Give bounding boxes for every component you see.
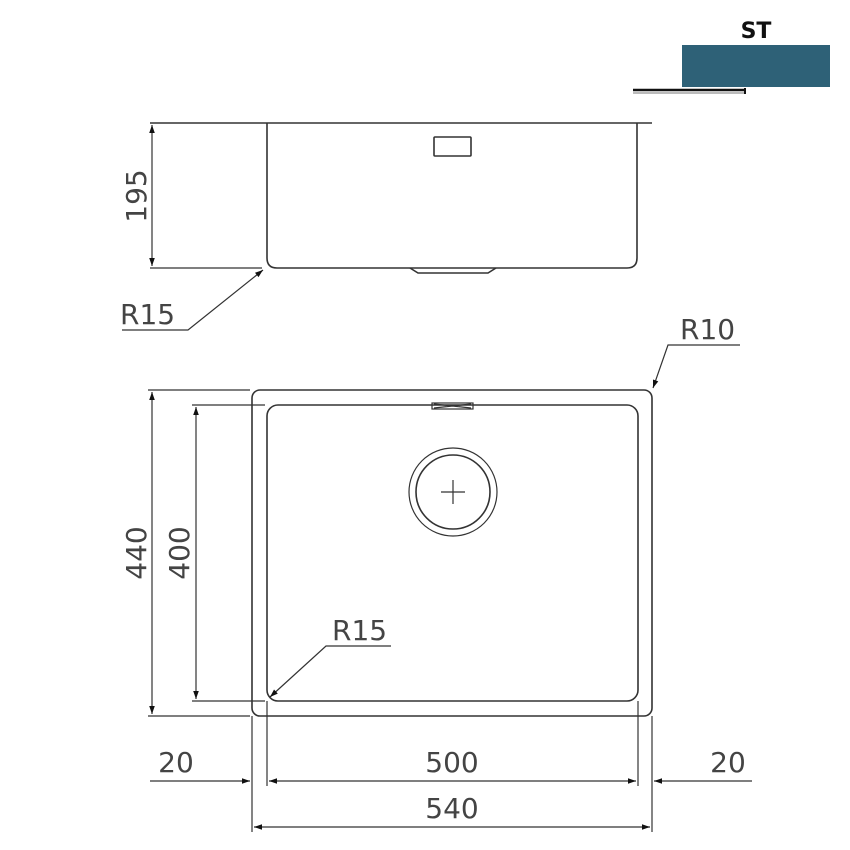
outer-radius-leader (652, 344, 740, 389)
radius-leader (122, 269, 264, 331)
outer-radius-label: R10 (680, 313, 735, 346)
inner-radius-label: R15 (332, 614, 387, 647)
countertop-block (682, 45, 830, 87)
plan-view: R10 R15 440 400 20 500 20 540 (120, 313, 752, 832)
overall-width-label: 540 (425, 792, 478, 825)
overflow-slot (431, 402, 474, 410)
outer-depth-label: 440 (120, 526, 153, 579)
side-view: 195 R15 (120, 122, 652, 331)
bowl-outline (266, 404, 639, 702)
inner-depth-label: 400 (163, 526, 196, 579)
bowl-width-label: 500 (425, 746, 478, 779)
left-rim-label: 20 (158, 746, 194, 779)
drain-icon (408, 447, 498, 537)
right-rim-label: 20 (710, 746, 746, 779)
height-label: 195 (120, 169, 153, 222)
badge-label: ST (741, 19, 772, 44)
side-radius-label: R15 (120, 298, 175, 331)
mounting-type-badge: ST (633, 19, 830, 94)
inner-radius-leader (269, 645, 391, 698)
drain-profile (409, 267, 497, 274)
outer-rim (251, 389, 653, 717)
